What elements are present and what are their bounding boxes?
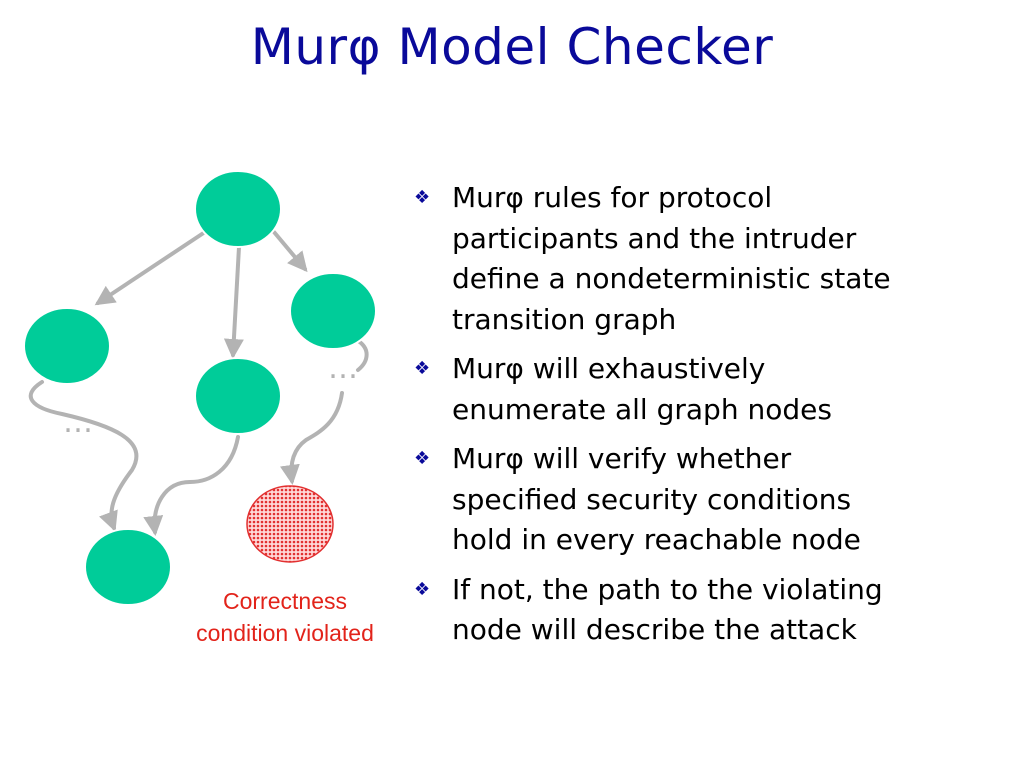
- bullet-line: enumerate all graph nodes: [452, 392, 832, 426]
- diamond-bullet-icon: ❖: [414, 578, 431, 600]
- bullet-item: ❖ Murφ will verify whether specified sec…: [412, 439, 1012, 561]
- edge-top-to-left: [94, 230, 207, 306]
- edge-left-to-bottom: [28, 380, 139, 532]
- node-center: [194, 357, 282, 435]
- bullet-line: If not, the path to the violating: [452, 572, 883, 606]
- node-bottom: [84, 528, 172, 606]
- edge-right-to-violated: [279, 391, 344, 485]
- bullet-item: ❖ If not, the path to the violating node…: [412, 570, 1012, 651]
- bullet-line: Murφ will exhaustively: [452, 352, 766, 385]
- caption-line-2: condition violated: [196, 620, 374, 646]
- bullet-line: define a nondeterministic state: [452, 262, 891, 295]
- edge-top-to-right: [272, 230, 308, 273]
- ellipsis-left: …: [63, 405, 93, 440]
- bullet-line: Murφ will verify whether: [452, 442, 792, 475]
- ellipsis-right: …: [328, 351, 358, 386]
- bullet-list: ❖ Murφ rules for protocol participants a…: [412, 178, 1012, 660]
- node-right: [289, 272, 377, 350]
- bullet-line: hold in every reachable node: [452, 523, 861, 556]
- bullet-item: ❖ Murφ rules for protocol participants a…: [412, 178, 1012, 340]
- page-title: Murφ Model Checker: [250, 18, 774, 76]
- caption-line-1: Correctness: [223, 588, 347, 614]
- edge-center-to-bottom: [143, 435, 240, 536]
- node-violated: [246, 485, 334, 563]
- diamond-bullet-icon: ❖: [414, 187, 431, 208]
- bullet-line: Murφ rules for protocol: [452, 181, 773, 214]
- diamond-bullet-icon: ❖: [414, 448, 431, 469]
- node-left: [23, 307, 111, 385]
- bullet-line: specified security conditions: [452, 482, 852, 516]
- violation-caption: Correctness condition violated: [180, 585, 390, 649]
- bullet-line: transition graph: [452, 302, 677, 336]
- edge-top-to-center: [223, 245, 244, 359]
- node-top: [194, 170, 282, 248]
- bullet-line: participants and the intruder: [452, 221, 857, 255]
- bullet-item: ❖ Murφ will exhaustively enumerate all g…: [412, 349, 1012, 430]
- diamond-bullet-icon: ❖: [414, 358, 431, 379]
- bullet-line: node will describe the attack: [452, 613, 857, 646]
